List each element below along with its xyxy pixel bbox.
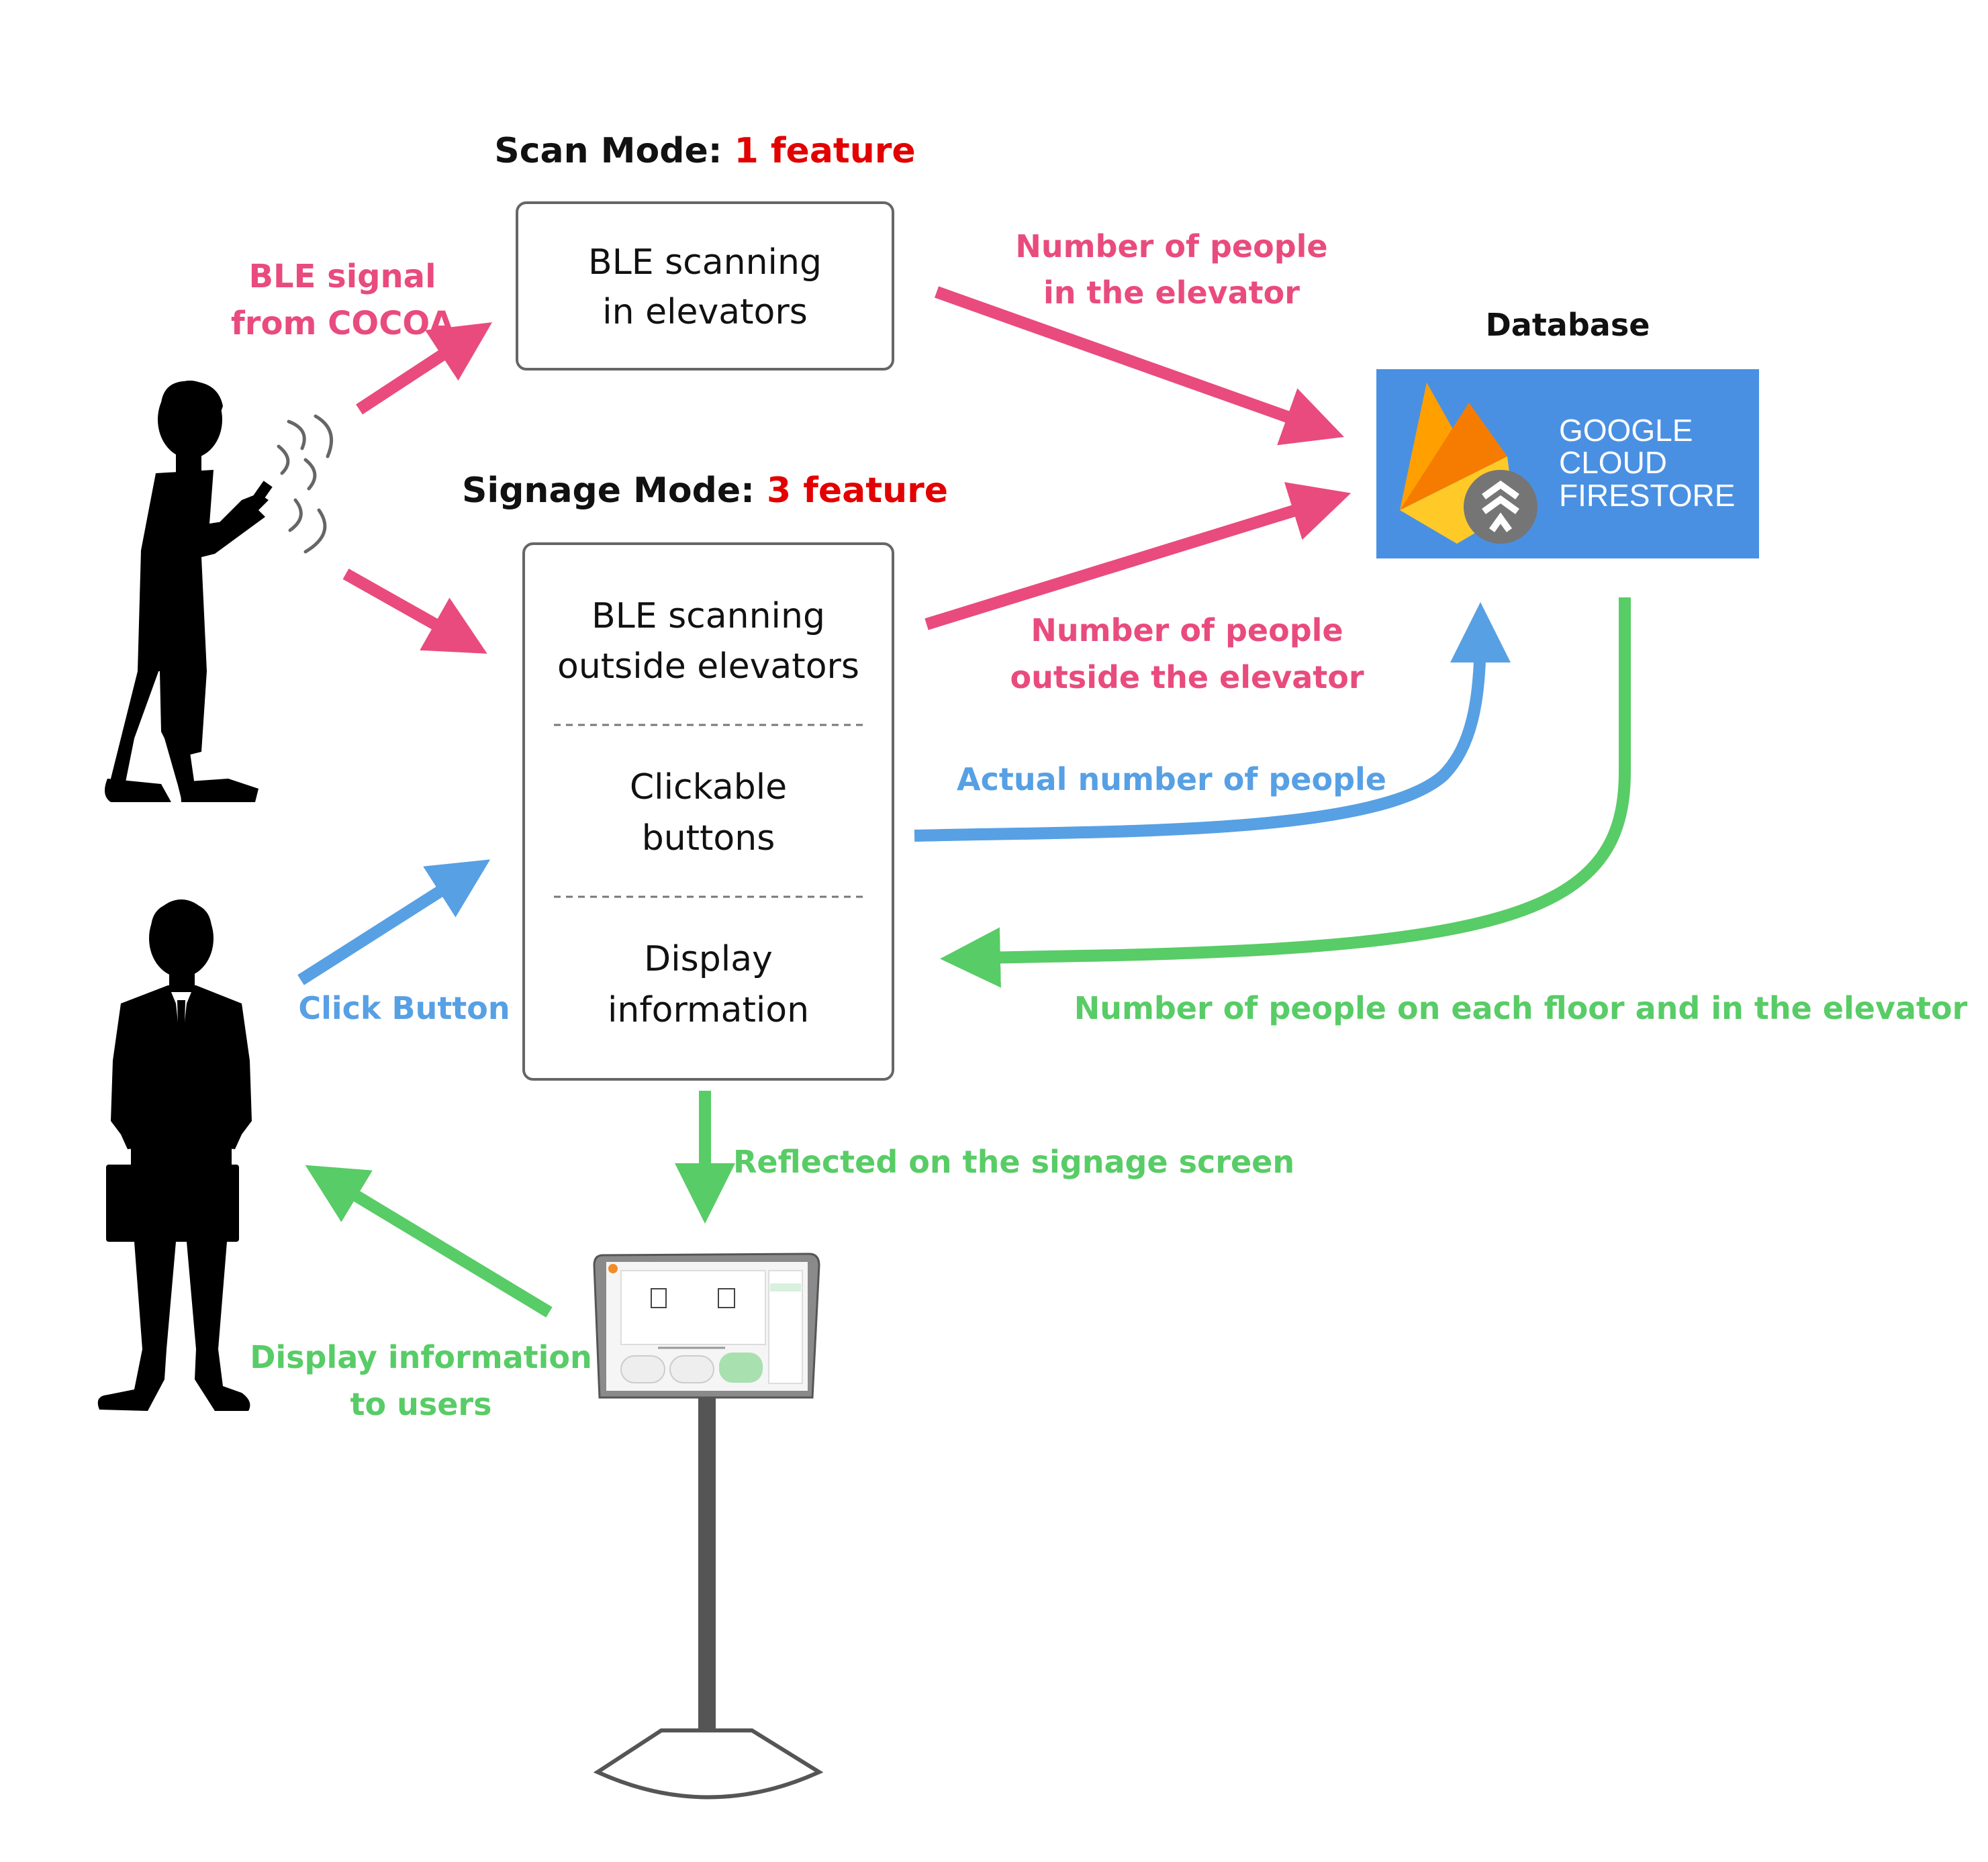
- label-people-in-line1: Number of people: [1015, 228, 1327, 264]
- firestore-logo: GOOGLE CLOUD FIRESTORE: [1376, 369, 1759, 558]
- arrow-click-button: [297, 859, 491, 985]
- person-with-smartphone-icon: [105, 381, 273, 802]
- signage-section2-line1: Clickable: [630, 767, 787, 807]
- label-people-out-line1: Number of people: [1031, 612, 1343, 648]
- firestore-text-line1: GOOGLE: [1559, 413, 1693, 448]
- signage-section3-line2: information: [608, 990, 809, 1030]
- signage-mode-box: [522, 542, 894, 1081]
- signage-section1-line1: BLE scanning: [591, 596, 825, 636]
- firestore-text-line3: FIRESTORE: [1559, 478, 1735, 513]
- digital-signage-stand-icon: [593, 1253, 824, 1800]
- scan-box-line1: BLE scanning: [588, 242, 822, 283]
- label-click-button: Click Button: [298, 990, 510, 1026]
- label-reflected: Reflected on the signage screen: [733, 1144, 1294, 1180]
- firestore-badge-icon: [1464, 470, 1537, 544]
- arrow-ble-to-scan: [356, 322, 493, 415]
- arrow-display-to-users: [305, 1165, 553, 1318]
- signage-section1-line2: outside elevators: [557, 646, 859, 687]
- ble-signal-waves-icon: [277, 414, 334, 554]
- label-ble-signal-line1: BLE signal: [248, 258, 436, 295]
- label-floor-people: Number of people on each floor and in th…: [1074, 990, 1968, 1026]
- label-ble-signal-line2: from COCOA: [231, 305, 454, 342]
- database-title: Database: [1486, 307, 1650, 343]
- label-people-out-line2: outside the elevator: [1010, 659, 1364, 695]
- label-display-info-line2: to users: [350, 1386, 492, 1422]
- arrow-ble-to-signage: [342, 569, 487, 654]
- label-actual-people: Actual number of people: [957, 761, 1386, 797]
- signage-mode-title: Signage Mode: 3 feature: [462, 471, 948, 511]
- scan-box-line2: in elevators: [602, 292, 808, 332]
- firestore-text-line2: CLOUD: [1559, 445, 1667, 480]
- scan-mode-box: [516, 201, 894, 371]
- label-people-in-line2: in the elevator: [1043, 275, 1300, 311]
- arrow-scan-to-database: [934, 286, 1344, 446]
- scan-mode-title: Scan Mode: 1 feature: [494, 131, 915, 171]
- signage-section2-line2: buttons: [642, 818, 775, 859]
- arrow-signage-to-database: [925, 482, 1352, 630]
- arrow-database-to-display: [940, 597, 1631, 988]
- arrow-actual-people-to-database: [914, 602, 1511, 842]
- signage-section3-line1: Display: [644, 939, 773, 979]
- label-display-info-line1: Display information: [250, 1339, 592, 1375]
- businessman-with-briefcase-icon: [97, 899, 252, 1411]
